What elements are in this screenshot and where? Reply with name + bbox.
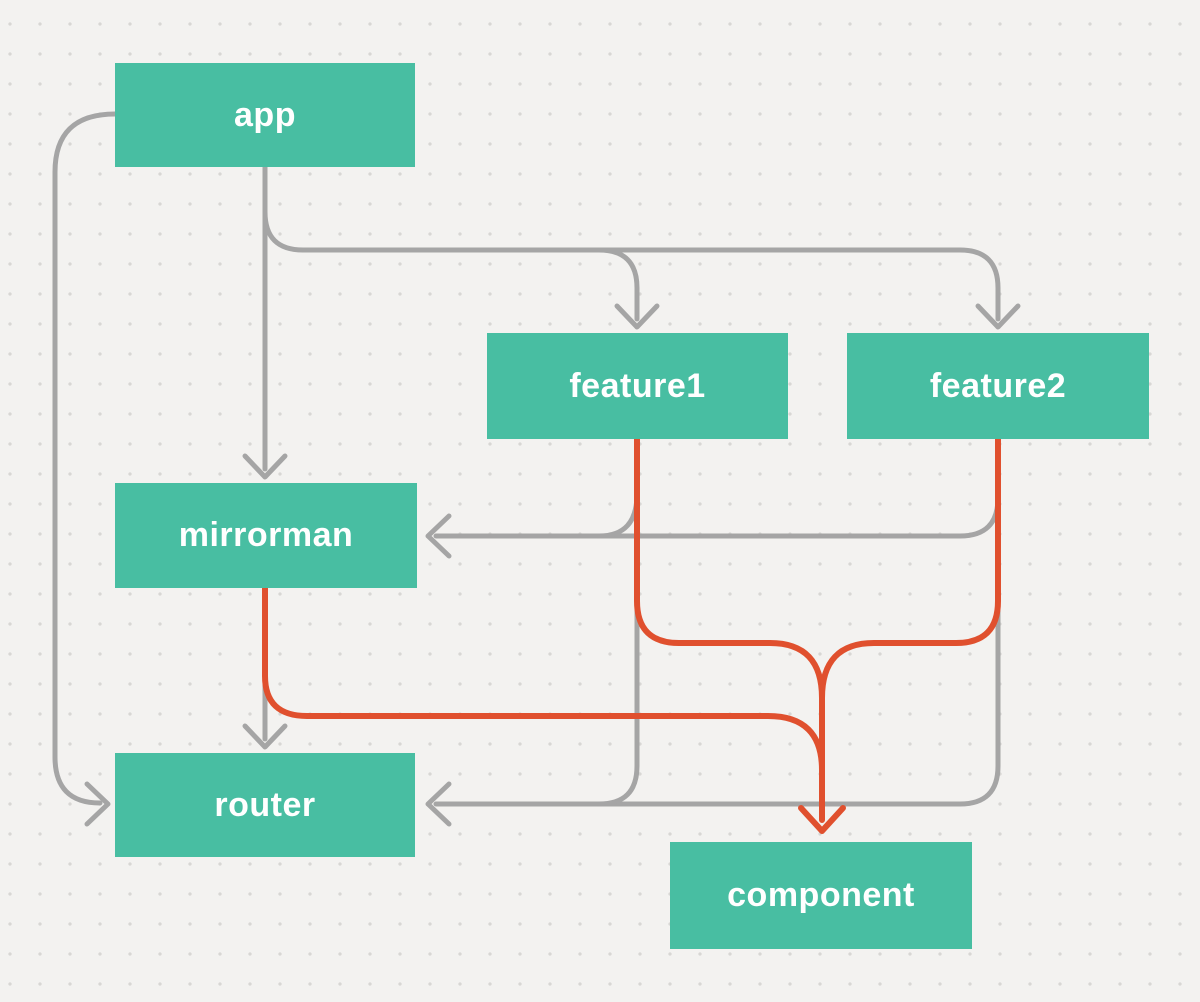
- edge-line-mirrorman-to-component: [262, 585, 825, 773]
- arrowhead-app-to-mirrorman: [242, 453, 288, 480]
- arrowhead-app-to-feature2: [975, 303, 1021, 330]
- arrowhead-app-to-feature1: [614, 303, 660, 330]
- edge-feature1-to-component: [634, 434, 825, 701]
- edge-line-app-to-feature2: [300, 247, 1001, 322]
- edge-line-app-to-feature1: [262, 164, 640, 322]
- edge-line-feature1-to-component: [634, 434, 825, 701]
- node-label-feature2: feature2: [929, 366, 1067, 405]
- node-label-app: app: [234, 95, 296, 134]
- edge-feature1-to-router: [596, 436, 640, 807]
- node-label-component: component: [727, 876, 915, 914]
- node-feature2: feature2: [847, 333, 1149, 439]
- edge-line-app-to-router: [52, 111, 118, 806]
- node-label-mirrorman: mirrorman: [178, 516, 354, 554]
- node-router: router: [115, 753, 415, 857]
- edge-line-feature1-to-mirrorman: [596, 491, 640, 539]
- node-mirrorman: mirrorman: [115, 483, 417, 588]
- edge-feature2-to-mirrorman: [425, 436, 1001, 559]
- node-app: app: [115, 63, 415, 167]
- node-feature1: feature1: [487, 333, 788, 439]
- node-component: component: [670, 842, 972, 949]
- edge-line-feature2-to-router: [433, 436, 1001, 807]
- edge-line-feature2-to-component: [819, 434, 1001, 823]
- arrowhead-feature2-to-component: [798, 805, 846, 834]
- edge-feature1-to-mirrorman: [596, 491, 640, 539]
- edge-app-to-mirrorman: [242, 164, 288, 480]
- arrowhead-feature2-to-mirrorman: [425, 513, 452, 559]
- edge-mirrorman-to-component: [262, 585, 825, 773]
- edge-feature2-to-router: [425, 436, 1001, 827]
- arrowhead-app-to-router: [84, 781, 111, 827]
- edge-app-to-router: [52, 111, 118, 827]
- edge-feature2-to-component: [798, 434, 1001, 834]
- node-label-router: router: [214, 785, 316, 824]
- edge-app-to-feature1: [262, 164, 660, 330]
- edge-app-to-feature2: [300, 247, 1021, 330]
- node-label-feature1: feature1: [569, 366, 706, 405]
- edge-line-feature2-to-mirrorman: [433, 436, 1001, 539]
- edge-line-feature1-to-router: [596, 436, 640, 807]
- arrowhead-feature2-to-router: [425, 781, 452, 827]
- arrowhead-mirrorman-to-router: [242, 723, 288, 750]
